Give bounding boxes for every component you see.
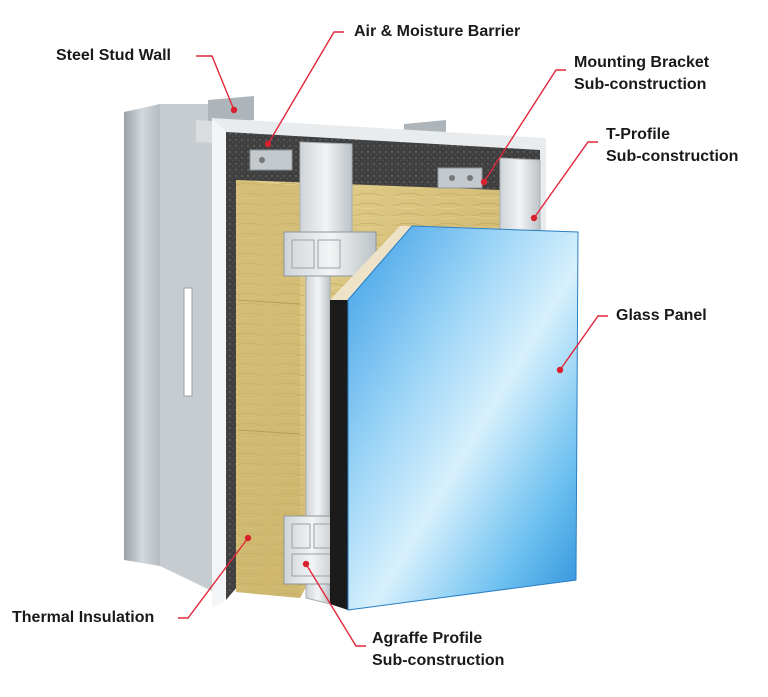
label-glass-panel: Glass Panel bbox=[616, 307, 707, 324]
label-t-profile-line2: Sub-construction bbox=[606, 148, 739, 165]
label-agraffe-profile-line2: Sub-construction bbox=[372, 652, 505, 669]
leader-dots bbox=[230, 106, 564, 568]
mounting-bracket bbox=[249, 149, 483, 189]
label-mounting-bracket-line1: Mounting Bracket bbox=[574, 54, 710, 71]
label-t-profile: T-Profile Sub-construction bbox=[606, 124, 738, 168]
label-thermal-insulation: Thermal Insulation bbox=[12, 609, 155, 626]
label-agraffe-profile: Agraffe Profile Sub-construction bbox=[372, 628, 504, 672]
leader-lines bbox=[178, 31, 608, 647]
label-air-moisture-barrier: Air & Moisture Barrier bbox=[354, 23, 521, 40]
label-t-profile-line1: T-Profile bbox=[606, 126, 671, 143]
label-agraffe-profile-line1: Agraffe Profile bbox=[372, 630, 483, 647]
label-mounting-bracket: Mounting Bracket Sub-construction bbox=[574, 52, 709, 96]
label-mounting-bracket-line2: Sub-construction bbox=[574, 76, 707, 93]
glass-panel bbox=[330, 225, 579, 611]
label-steel-stud-wall: Steel Stud Wall bbox=[56, 47, 171, 64]
